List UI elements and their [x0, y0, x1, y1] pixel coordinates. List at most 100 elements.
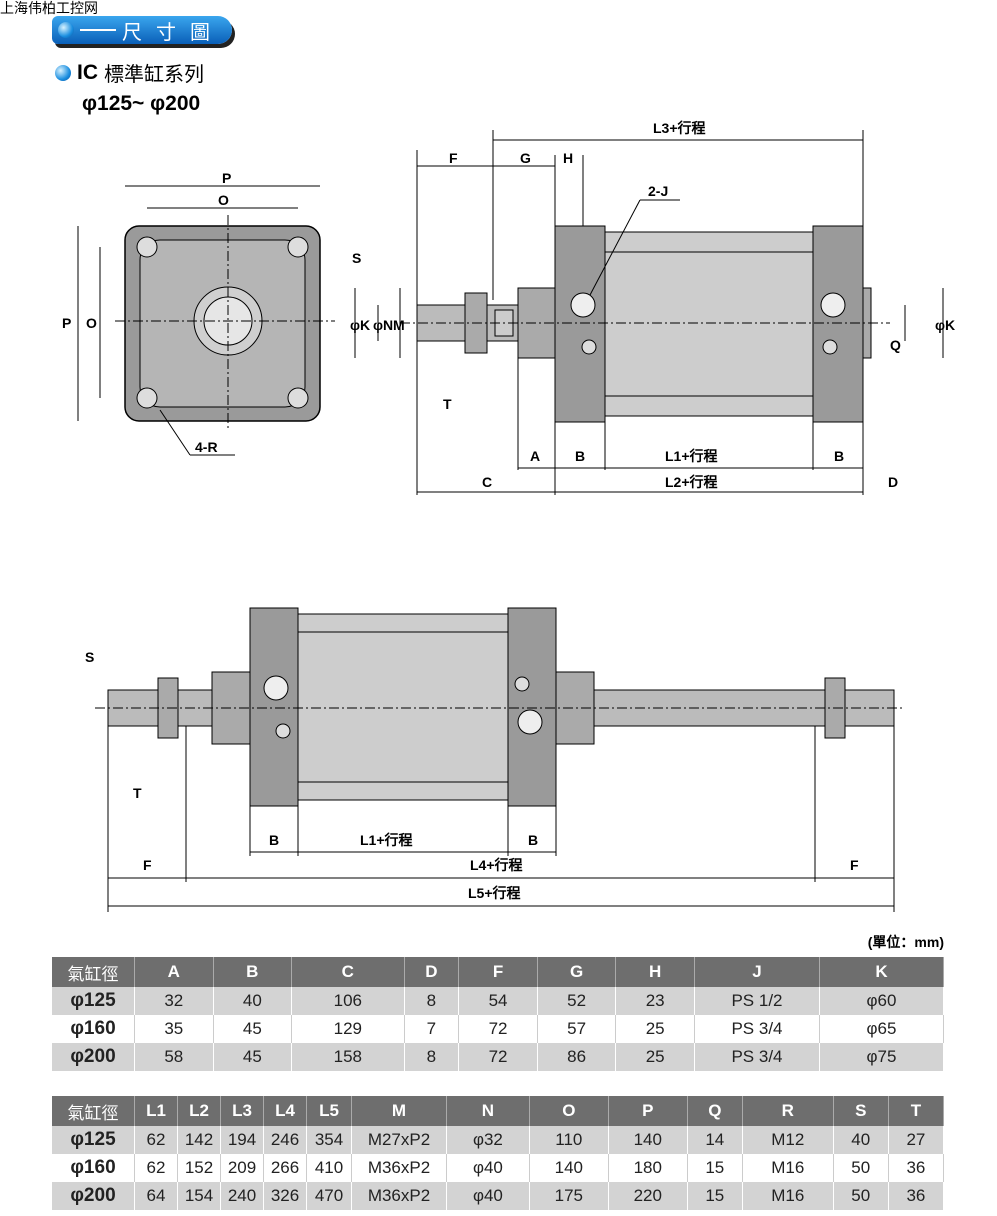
col-header: F	[458, 957, 538, 987]
value-cell: 140	[608, 1126, 688, 1154]
dim-B-2-right: B	[528, 832, 538, 848]
dim-B-right: B	[834, 448, 844, 464]
dim-P-top: P	[222, 170, 231, 186]
bore-cell: φ125	[52, 987, 135, 1015]
value-cell: φ65	[819, 1015, 944, 1043]
value-cell: 8	[404, 1043, 460, 1071]
value-cell: φ60	[819, 987, 944, 1015]
value-cell: PS 3/4	[694, 1043, 820, 1071]
dim-C: C	[482, 474, 492, 490]
series-title: 標準缸系列	[104, 62, 204, 86]
col-header: P	[608, 1096, 688, 1126]
bullet-icon	[55, 64, 71, 81]
dim-O-left: O	[86, 315, 97, 331]
col-header: L4	[263, 1096, 307, 1126]
value-cell: 246	[263, 1126, 307, 1154]
value-cell: φ40	[446, 1182, 530, 1210]
bore-cell: φ125	[52, 1126, 135, 1154]
dim-P-left: P	[62, 315, 71, 331]
value-cell: PS 1/2	[694, 987, 820, 1015]
value-cell: PS 3/4	[694, 1015, 820, 1043]
dim-phiK-right: φK	[935, 317, 955, 333]
value-cell: 220	[608, 1182, 688, 1210]
col-header: H	[615, 957, 695, 987]
value-cell: 52	[537, 987, 617, 1015]
dim-phiN: φN	[373, 317, 393, 333]
dim-S-2: S	[85, 649, 94, 665]
col-header: N	[446, 1096, 530, 1126]
value-cell: 15	[687, 1154, 743, 1182]
dim-L3: L3+行程	[653, 120, 706, 136]
col-header: D	[404, 957, 460, 987]
value-cell: 72	[458, 1043, 538, 1071]
dim-O-top: O	[218, 192, 229, 208]
value-cell: 410	[306, 1154, 352, 1182]
dim-Q: Q	[890, 337, 901, 353]
value-cell: 86	[537, 1043, 617, 1071]
dim-B-left: B	[575, 448, 585, 464]
value-cell: 15	[687, 1182, 743, 1210]
double-rod-view	[95, 607, 905, 912]
value-cell: 140	[529, 1154, 609, 1182]
value-cell: 129	[291, 1015, 405, 1043]
value-cell: 180	[608, 1154, 688, 1182]
value-cell: 8	[404, 987, 460, 1015]
value-cell: 470	[306, 1182, 352, 1210]
value-cell: 57	[537, 1015, 617, 1043]
dim-M: M	[393, 317, 405, 333]
col-header: R	[742, 1096, 834, 1126]
bullet-icon	[58, 22, 74, 38]
value-cell: 240	[220, 1182, 264, 1210]
value-cell: 64	[134, 1182, 178, 1210]
value-cell: 14	[687, 1126, 743, 1154]
dim-L5: L5+行程	[468, 885, 521, 901]
bore-cell: φ200	[52, 1043, 135, 1071]
side-view	[354, 130, 944, 495]
value-cell: 175	[529, 1182, 609, 1210]
unit-label: (單位：mm)	[867, 934, 944, 950]
dim-F-2-left: F	[143, 857, 152, 873]
dim-4R: 4-R	[195, 439, 218, 455]
value-cell: 23	[615, 987, 695, 1015]
value-cell: 36	[888, 1182, 945, 1210]
table-header: 氣缸徑 L1 L2 L3 L4 L5 M N O P Q R S T	[52, 1096, 945, 1126]
value-cell: 354	[306, 1126, 352, 1154]
col-header: C	[291, 957, 405, 987]
col-header: G	[537, 957, 617, 987]
col-header: L5	[306, 1096, 352, 1126]
bore-cell: φ160	[52, 1154, 135, 1182]
dim-L4: L4+行程	[470, 857, 523, 873]
col-header: M	[351, 1096, 447, 1126]
value-cell: M36xP2	[351, 1154, 447, 1182]
value-cell: φ32	[446, 1126, 530, 1154]
value-cell: 40	[213, 987, 293, 1015]
value-cell: 25	[615, 1015, 695, 1043]
col-header: S	[833, 1096, 889, 1126]
col-header: Q	[687, 1096, 743, 1126]
col-header: 氣缸徑	[52, 1096, 135, 1126]
table-header: 氣缸徑 A B C D F G H J K	[52, 957, 944, 987]
dim-D: D	[888, 474, 898, 490]
dim-2J: 2-J	[648, 183, 668, 199]
col-header: T	[888, 1096, 945, 1126]
value-cell: 27	[888, 1126, 945, 1154]
col-header: L2	[177, 1096, 221, 1126]
bore-cell: φ160	[52, 1015, 135, 1043]
col-header: O	[529, 1096, 609, 1126]
value-cell: 36	[888, 1154, 945, 1182]
dim-phiK-left: φK	[350, 317, 370, 333]
value-cell: 62	[134, 1126, 178, 1154]
value-cell: 50	[833, 1154, 889, 1182]
value-cell: 209	[220, 1154, 264, 1182]
dim-S: S	[352, 250, 361, 266]
value-cell: 32	[134, 987, 214, 1015]
bore-cell: φ200	[52, 1182, 135, 1210]
dim-F-2-right: F	[850, 857, 859, 873]
